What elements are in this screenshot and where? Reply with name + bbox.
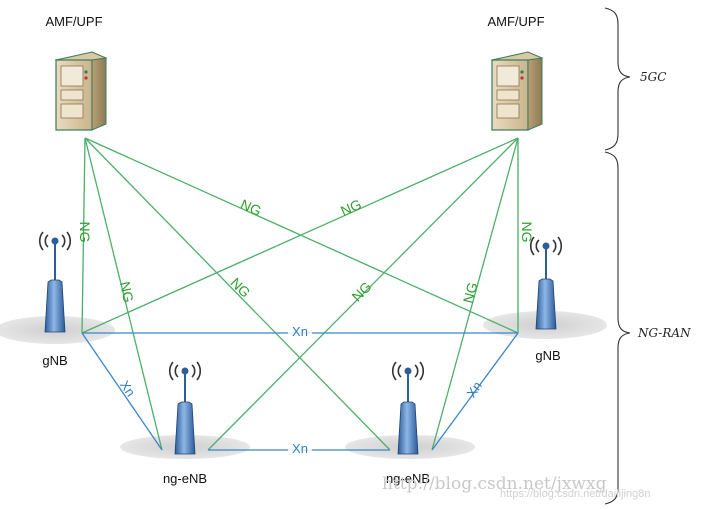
- ng-link: [81, 137, 519, 334]
- gnb-left-label: gNB: [42, 353, 67, 368]
- ng-link: [207, 137, 519, 451]
- ng-label: NG: [460, 280, 481, 304]
- xn-label: Xn: [464, 379, 485, 401]
- ng-label: NG: [519, 222, 535, 243]
- gnb-left-antenna-icon: [38, 231, 72, 333]
- ng-links: [81, 137, 519, 451]
- xn-link: [81, 332, 163, 451]
- ng-ran-bracket-label: NG-RAN: [637, 326, 691, 340]
- ng-label: NG: [348, 278, 374, 304]
- 5gc-bracket-label: 5GC: [640, 70, 666, 84]
- gnb-right-label: gNB: [535, 348, 560, 363]
- xn-link: [431, 332, 519, 451]
- ng-link: [84, 137, 163, 451]
- xn-labels: Xn Xn Xn Xn: [117, 323, 485, 456]
- xn-label: Xn: [292, 324, 308, 339]
- ng-enb-right-label: ng-eNB: [386, 471, 430, 486]
- ng-label: NG: [227, 274, 253, 300]
- ng-enb-right-antenna-icon: [391, 361, 425, 455]
- 5gc-brace: [604, 7, 631, 151]
- ng-label: NG: [338, 196, 364, 219]
- ng-link: [81, 137, 86, 334]
- watermark-line2: https://blog.csdn.net/dailijing8n: [500, 488, 650, 500]
- ng-label: NG: [117, 280, 137, 304]
- watermark-line1: http://blog.csdn.net/jxwxg: [382, 474, 607, 494]
- xn-label: Xn: [292, 441, 308, 456]
- ng-link: [431, 137, 519, 451]
- ng-ran-brace: [604, 151, 631, 505]
- ng-label: NG: [77, 222, 93, 243]
- ng-link: [84, 137, 391, 451]
- core-node-label-right: AMF/UPF: [487, 14, 544, 29]
- gnb-right-antenna-icon: [529, 236, 563, 330]
- ng-label: NG: [238, 196, 264, 219]
- amf-upf-server-right: [490, 51, 544, 131]
- ng-enb-left-antenna-icon: [168, 361, 202, 455]
- core-node-label-left: AMF/UPF: [45, 14, 102, 29]
- amf-upf-server-left: [54, 51, 108, 131]
- ng-labels: NG NG NG NG NG NG NG NG: [77, 196, 535, 305]
- ng-enb-left-label: ng-eNB: [163, 471, 207, 486]
- xn-label: Xn: [117, 378, 138, 400]
